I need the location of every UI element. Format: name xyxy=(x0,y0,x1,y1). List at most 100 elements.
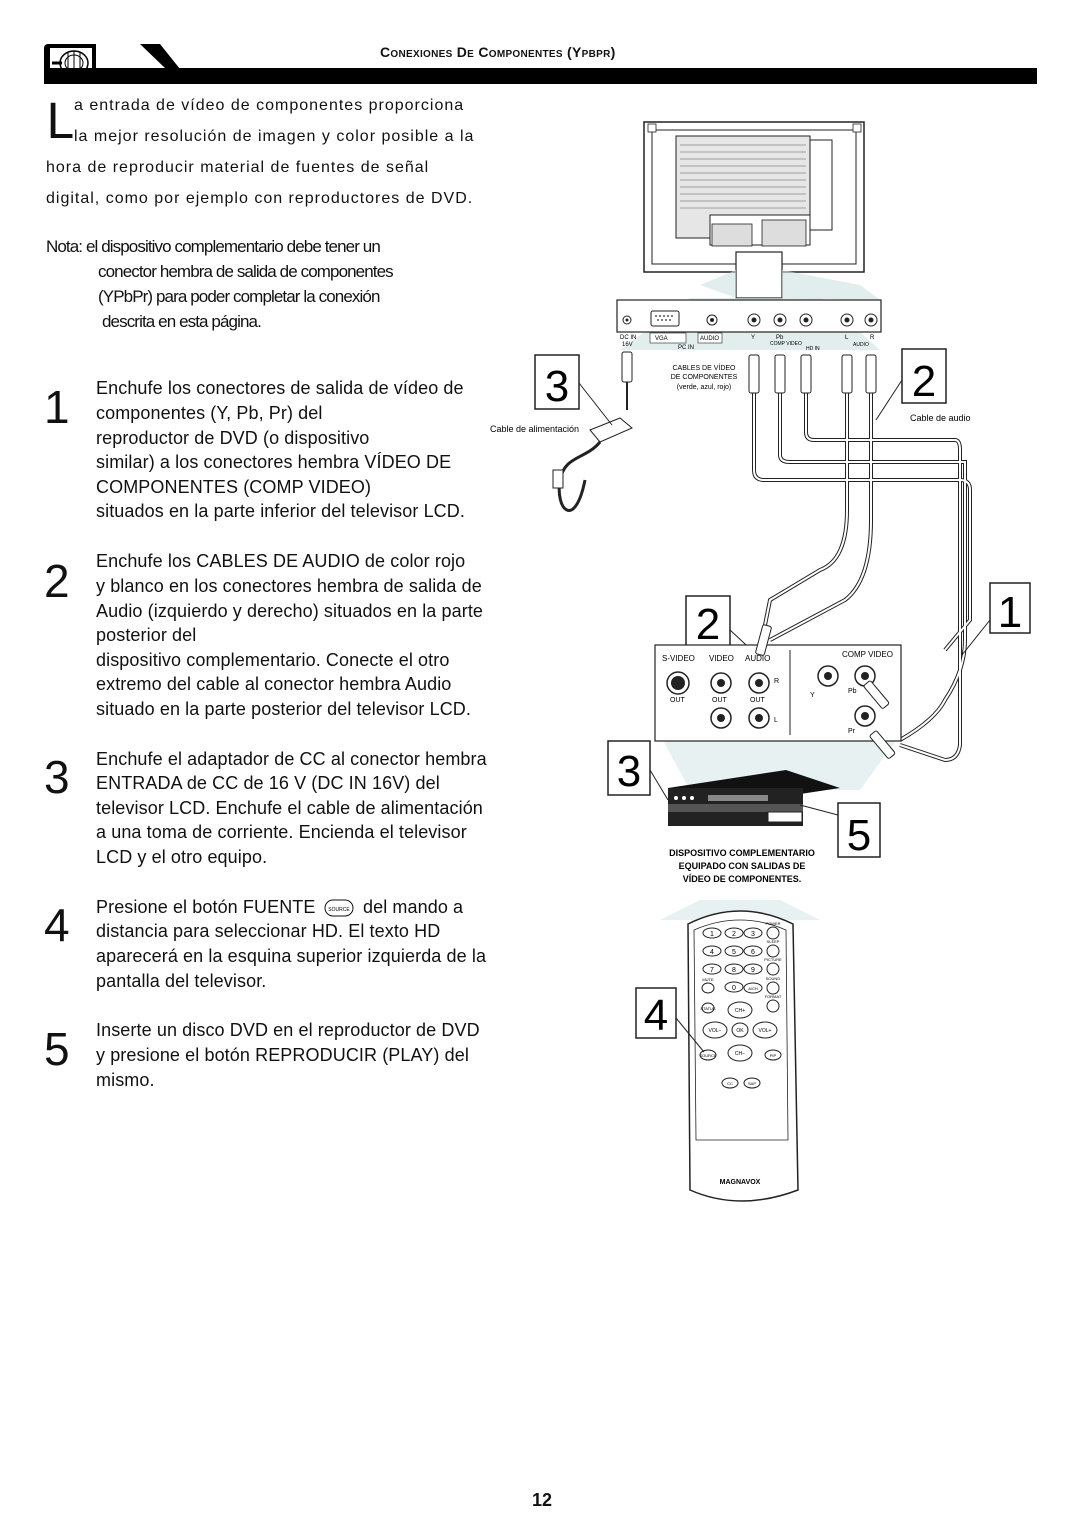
source-button-icon: SOURCE xyxy=(324,899,354,917)
header-bar xyxy=(44,68,1037,84)
intro-line: digital, como por ejemplo con reproducto… xyxy=(46,190,474,207)
svg-text:A/CH: A/CH xyxy=(748,986,758,991)
step-line: Presione el botón FUENTE xyxy=(96,897,316,917)
intro-line: la mejor resolución de imagen y color po… xyxy=(74,128,475,145)
svg-text:SOURCE: SOURCE xyxy=(328,907,350,913)
step-line: Inserte un disco DVD en el reproductor d… xyxy=(96,1020,480,1040)
step-line: ENTRADA de CC de 16 V (DC IN 16V) del xyxy=(96,773,440,793)
power-adapter xyxy=(552,351,633,512)
step-line: reproductor de DVD (o dispositivo xyxy=(96,428,370,448)
svg-text:VGA: VGA xyxy=(655,336,668,342)
callout-2-device: 2 xyxy=(685,595,759,657)
device-caption: EQUIPADO CON SALIDAS DE xyxy=(679,861,806,871)
svg-text:2: 2 xyxy=(696,600,720,649)
step-line: y presione el botón REPRODUCIR (PLAY) de… xyxy=(96,1045,469,1065)
svg-text:OUT: OUT xyxy=(750,697,766,704)
svg-text:AUDIO: AUDIO xyxy=(700,336,719,342)
audio-cable-label: Cable de audio xyxy=(910,413,971,423)
step-number: 1 xyxy=(44,381,70,433)
svg-text:SOUND: SOUND xyxy=(766,976,781,981)
step-line: situados en la parte inferior del televi… xyxy=(96,501,465,521)
svg-text:STATUS: STATUS xyxy=(700,1006,716,1011)
step-line: a una toma de corriente. Encienda el tel… xyxy=(96,822,467,842)
svg-text:HD IN: HD IN xyxy=(806,346,820,352)
step-line: extremo del cable al conector hembra Aud… xyxy=(96,674,452,694)
step-line: distancia para seleccionar HD. El texto … xyxy=(96,921,441,941)
svg-text:S-VIDEO: S-VIDEO xyxy=(662,654,695,663)
step-number: 2 xyxy=(44,555,70,607)
step-line: similar) a los conectores hembra VÍDEO D… xyxy=(96,452,452,472)
svg-text:Pr: Pr xyxy=(848,728,856,735)
svg-text:FORMAT: FORMAT xyxy=(765,994,782,999)
step-line: posterior del xyxy=(96,625,197,645)
cables-label: (verde, azul, rojo) xyxy=(677,384,731,391)
step-line: Enchufe los conectores de salida de víde… xyxy=(96,378,464,398)
svg-text:5: 5 xyxy=(732,949,736,956)
step-number: 4 xyxy=(44,899,70,951)
svg-text:R: R xyxy=(870,335,875,341)
tv-back xyxy=(620,121,880,350)
page-title: Conexiones De Componentes (Ypbpr) xyxy=(380,44,616,60)
svg-text:COMP VIDEO: COMP VIDEO xyxy=(770,341,802,347)
intro-line: a entrada de vídeo de componentes propor… xyxy=(74,97,465,114)
step-line: y blanco en los conectores hembra de sal… xyxy=(96,576,482,596)
svg-text:Y: Y xyxy=(810,692,815,699)
remote-control: 1 2 3 4 5 6 7 8 9 0 POWER SLEEP PICTURE … xyxy=(660,900,820,1202)
svg-text:3: 3 xyxy=(751,931,755,938)
svg-text:CC: CC xyxy=(727,1081,733,1086)
note-line: Nota: el dispositivo complementario debe… xyxy=(46,237,381,256)
svg-text:3: 3 xyxy=(617,747,641,796)
note-line: (YPbPr) para poder completar la conexión xyxy=(98,287,380,306)
svg-text:MAGNAVOX: MAGNAVOX xyxy=(720,1179,761,1186)
note-line: descrita en esta página. xyxy=(102,312,262,331)
svg-text:Y: Y xyxy=(751,335,755,341)
svg-text:2: 2 xyxy=(912,357,936,406)
dvd-player xyxy=(668,770,840,826)
svg-text:MUTE: MUTE xyxy=(702,977,714,982)
callout-2: 2 xyxy=(875,348,947,421)
device-caption: DISPOSITIVO COMPLEMENTARIO xyxy=(669,848,815,858)
step-line: del mando a xyxy=(363,897,464,917)
svg-text:DC IN: DC IN xyxy=(620,335,636,341)
step-line: aparecerá en la esquina superior izquier… xyxy=(96,946,487,966)
svg-text:PICTURE: PICTURE xyxy=(764,957,782,962)
callout-5: 5 xyxy=(799,802,881,860)
drop-cap: L xyxy=(46,94,73,150)
callout-3: 3 xyxy=(534,354,613,426)
callout-3-device: 3 xyxy=(607,740,669,801)
svg-text:L: L xyxy=(774,717,778,724)
step-line: situado en la parte posterior del televi… xyxy=(96,699,471,719)
svg-text:7: 7 xyxy=(710,967,714,974)
svg-text:OK: OK xyxy=(736,1028,744,1034)
svg-text:Pb: Pb xyxy=(776,335,784,341)
svg-text:16V: 16V xyxy=(622,342,633,348)
step-line: televisor LCD. Enchufe el cable de alime… xyxy=(96,798,483,818)
svg-text:VOL−: VOL− xyxy=(709,1028,722,1034)
svg-text:9: 9 xyxy=(751,967,755,974)
cables-label: DE COMPONENTES xyxy=(671,374,738,381)
page-number: 12 xyxy=(532,1490,553,1510)
svg-text:1: 1 xyxy=(710,931,714,938)
device-caption: VÍDEO DE COMPONENTES. xyxy=(683,874,802,884)
svg-text:Pb: Pb xyxy=(848,688,857,695)
svg-text:4: 4 xyxy=(644,991,668,1040)
svg-text:PIP: PIP xyxy=(770,1053,777,1058)
power-cable-label: Cable de alimentación xyxy=(490,424,579,434)
intro-line: hora de reproducir material de fuentes d… xyxy=(46,159,430,176)
svg-text:3: 3 xyxy=(545,362,569,411)
tv-connector-panel: DC IN 16V VGA AUDIO PC IN Y Pb COMP VIDE… xyxy=(616,299,882,352)
step-line: dispositivo complementario. Conecte el o… xyxy=(96,650,450,670)
callout-4: 4 xyxy=(635,987,705,1053)
svg-text:OUT: OUT xyxy=(712,697,728,704)
svg-text:1: 1 xyxy=(998,588,1022,637)
svg-text:AUDIO: AUDIO xyxy=(853,342,869,348)
step-line: componentes (Y, Pb, Pr) del xyxy=(96,403,323,423)
step-line: pantalla del televisor. xyxy=(96,971,267,991)
svg-text:VIDEO: VIDEO xyxy=(709,654,734,663)
header-diagonal xyxy=(140,44,180,69)
step-line: Audio (izquierdo y derecho) situados en … xyxy=(96,601,484,621)
svg-text:5: 5 xyxy=(847,811,871,860)
svg-text:L: L xyxy=(845,335,849,341)
svg-text:R: R xyxy=(774,678,779,685)
svg-text:2: 2 xyxy=(732,931,736,938)
